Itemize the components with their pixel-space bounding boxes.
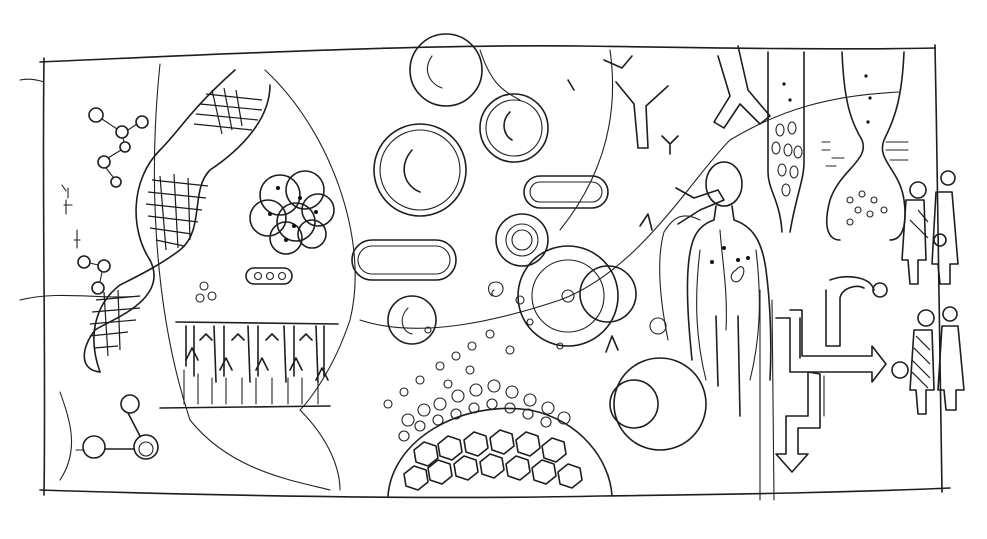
silhouette-hatching xyxy=(909,209,931,389)
capillary-tube-right xyxy=(825,51,906,241)
small-dots-left xyxy=(195,281,217,303)
capillary-tube-left xyxy=(767,51,805,233)
muscle-fibers xyxy=(159,321,339,409)
blood-cell-ring xyxy=(495,213,549,267)
molecule-bottom-left xyxy=(75,394,159,460)
dividing-curves xyxy=(19,49,901,491)
outer-frame xyxy=(19,44,951,499)
small-cell-capsule xyxy=(245,267,293,285)
tissue-region xyxy=(383,329,613,497)
blood-cell-top xyxy=(409,33,483,107)
scattered-particles xyxy=(383,329,515,409)
dna-double-helix xyxy=(83,69,271,373)
white-blood-cell xyxy=(515,245,619,350)
antibody-small xyxy=(605,135,725,353)
antibody-top xyxy=(567,55,669,149)
capillary-markers xyxy=(821,141,909,167)
human-body-figure xyxy=(659,161,772,417)
dna-hatching-middle xyxy=(145,173,209,251)
tissue-bubbles xyxy=(398,379,571,442)
molecule-top-left xyxy=(61,107,149,249)
blood-cell-large xyxy=(373,123,467,217)
flow-arrow-right xyxy=(775,276,887,383)
organ-circles xyxy=(579,265,707,451)
blood-cell-capsule-right xyxy=(523,175,609,209)
human-silhouettes xyxy=(872,170,965,415)
flow-arrow-down xyxy=(775,371,825,473)
cell-cluster xyxy=(249,170,335,255)
blood-cell-right xyxy=(479,93,549,163)
blood-cell-capsule-left xyxy=(351,239,457,281)
molecule-mid-left xyxy=(77,255,111,295)
spiral-small xyxy=(487,281,504,297)
dna-hatching-lower xyxy=(89,289,141,357)
blood-cell-bottom-left xyxy=(387,295,437,345)
dna-hatching-upper xyxy=(193,87,263,135)
hexagon-grid xyxy=(403,429,583,491)
antibody-right xyxy=(713,45,771,129)
vertical-tube-lines xyxy=(759,289,775,501)
